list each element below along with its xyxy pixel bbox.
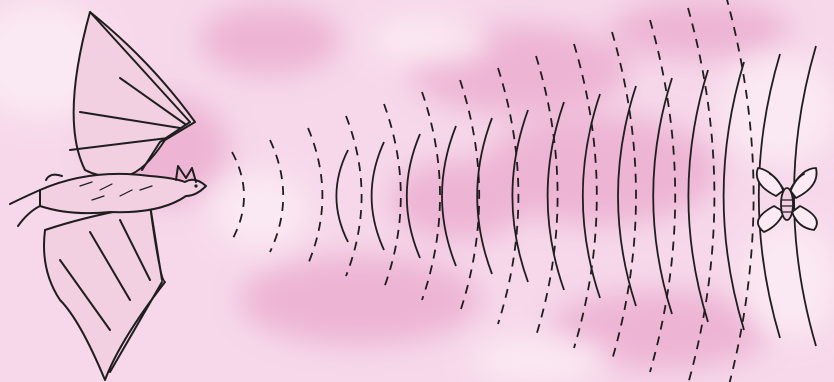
echolocation-illustration [0,0,834,382]
